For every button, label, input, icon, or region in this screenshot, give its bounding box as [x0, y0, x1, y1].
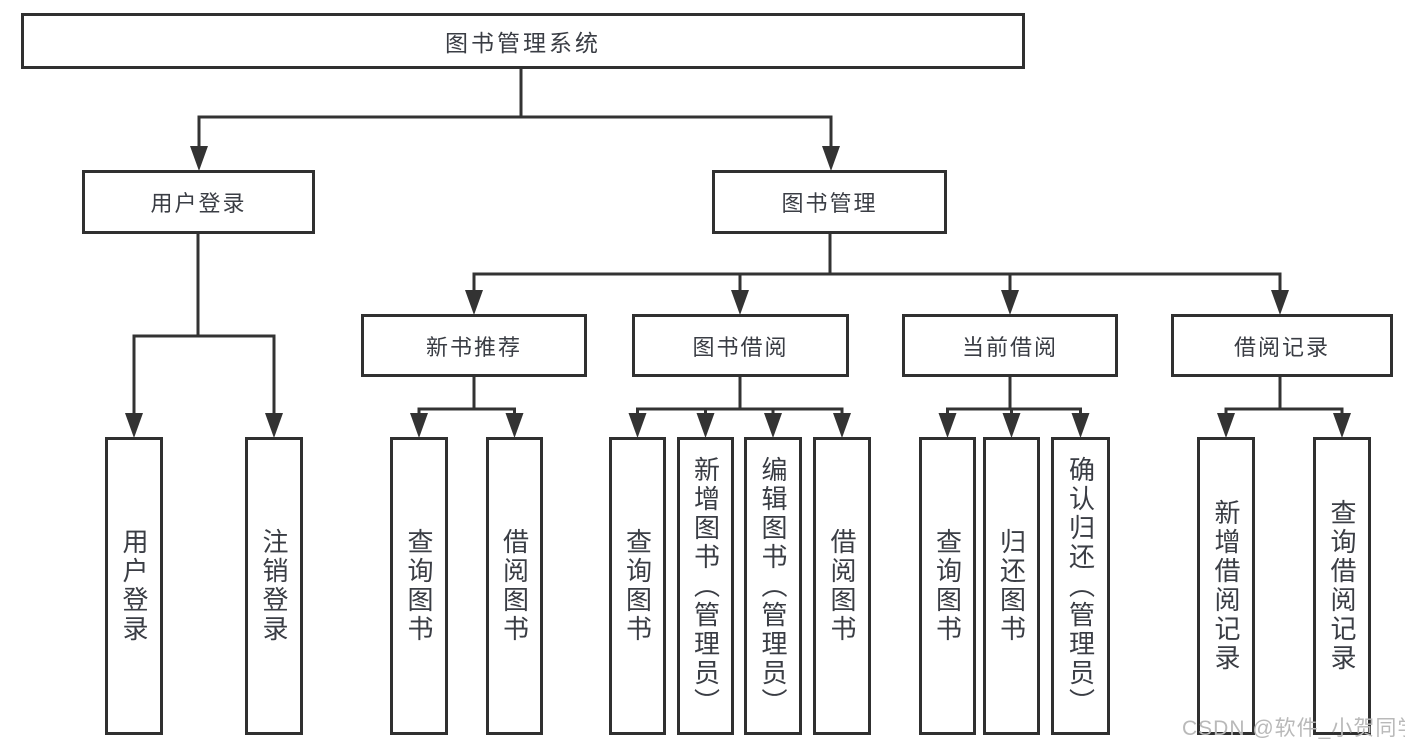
node-library-system-label: 图书管理系统 — [445, 30, 601, 56]
leaf-query-books-2-label: 查询图书 — [622, 528, 653, 644]
leaf-query-books-1: 查询图书 — [390, 437, 448, 735]
node-new-book-recommend-label: 新书推荐 — [425, 334, 522, 360]
leaf-query-books-3-label: 查询图书 — [932, 528, 963, 644]
leaf-edit-books-admin: 编辑图书（管理员） — [744, 437, 802, 735]
leaf-add-borrow-record: 新增借阅记录 — [1197, 437, 1255, 735]
node-book-borrowing-label: 图书借阅 — [692, 334, 789, 360]
node-library-system: 图书管理系统 — [21, 13, 1025, 69]
leaf-query-books-1-label: 查询图书 — [404, 528, 434, 644]
node-user-login-label: 用户登录 — [150, 191, 247, 216]
csdn-watermark: CSDN @软件_小贺同学 — [1182, 717, 1405, 740]
node-book-management: 图书管理 — [712, 170, 947, 234]
node-book-borrowing: 图书借阅 — [632, 314, 849, 377]
leaf-add-books-admin-label: 新增图书（管理员） — [690, 455, 721, 717]
leaf-confirm-return-admin-label: 确认归还（管理员） — [1065, 455, 1096, 717]
leaf-borrow-books-1: 借阅图书 — [486, 437, 543, 735]
leaf-add-borrow-record-label: 新增借阅记录 — [1211, 499, 1241, 673]
leaf-logout-login-label: 注销登录 — [259, 528, 289, 644]
leaf-edit-books-admin-label: 编辑图书（管理员） — [758, 455, 788, 717]
node-book-management-label: 图书管理 — [781, 191, 878, 216]
leaf-query-books-2: 查询图书 — [609, 437, 666, 735]
leaf-borrow-books-1-label: 借阅图书 — [499, 528, 530, 644]
leaf-borrow-books-2-label: 借阅图书 — [827, 528, 857, 644]
node-borrowing-records-label: 借阅记录 — [1233, 334, 1330, 360]
leaf-query-borrow-record: 查询借阅记录 — [1313, 437, 1371, 735]
leaf-return-books: 归还图书 — [983, 437, 1040, 735]
leaf-confirm-return-admin: 确认归还（管理员） — [1051, 437, 1110, 735]
leaf-add-books-admin: 新增图书（管理员） — [677, 437, 734, 735]
leaf-logout-login: 注销登录 — [245, 437, 303, 735]
node-current-borrowing-label: 当前借阅 — [961, 334, 1058, 360]
leaf-user-login: 用户登录 — [105, 437, 163, 735]
node-current-borrowing: 当前借阅 — [902, 314, 1118, 377]
leaf-return-books-label: 归还图书 — [996, 528, 1027, 644]
leaf-user-login-label: 用户登录 — [119, 528, 149, 644]
leaf-query-borrow-record-label: 查询借阅记录 — [1327, 499, 1357, 673]
leaf-query-books-3: 查询图书 — [919, 437, 976, 735]
node-borrowing-records: 借阅记录 — [1171, 314, 1393, 377]
leaf-borrow-books-2: 借阅图书 — [813, 437, 871, 735]
node-new-book-recommend: 新书推荐 — [361, 314, 587, 377]
arrowhead-icons — [125, 146, 1351, 438]
node-user-login: 用户登录 — [82, 170, 315, 234]
